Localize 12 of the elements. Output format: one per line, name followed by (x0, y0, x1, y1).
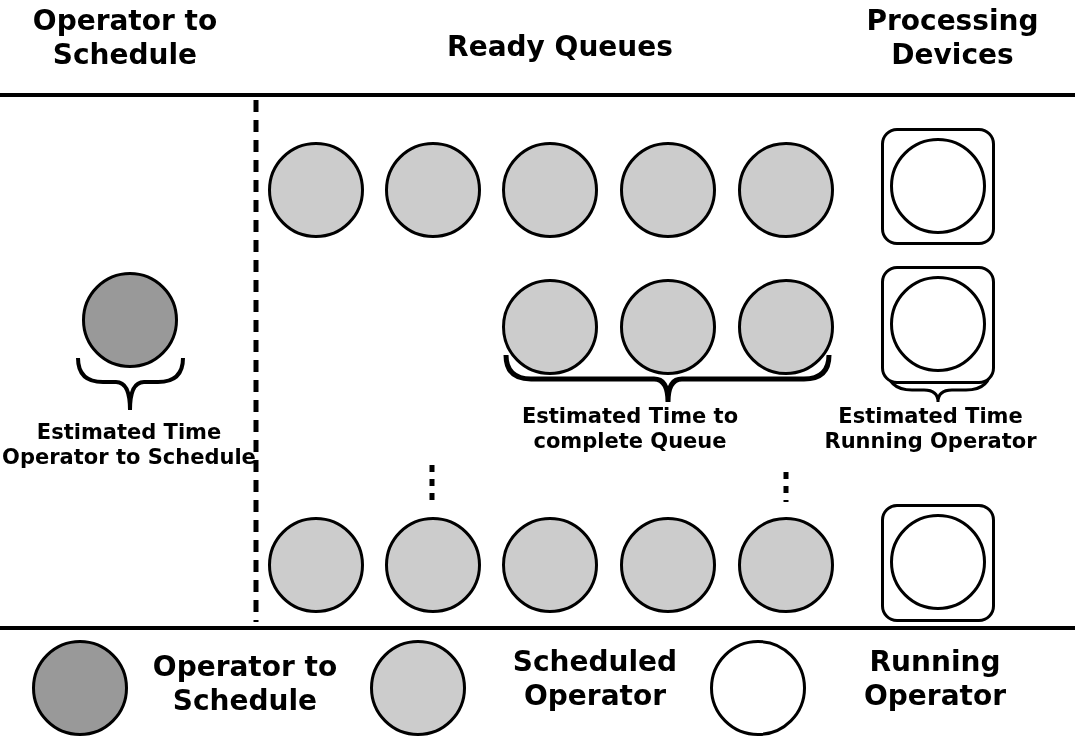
device-box (881, 266, 995, 384)
estimate-label: Estimated Time Running Operator (823, 404, 1038, 455)
column-heading: Ready Queues (446, 30, 674, 64)
column-heading: Operator to Schedule (31, 4, 219, 72)
legend-label: Running Operator (863, 645, 1007, 713)
legend-label: Scheduled Operator (511, 645, 679, 713)
estimate-label: Estimated Time to complete Queue (520, 404, 740, 455)
legend-label: Operator to Schedule (151, 650, 339, 718)
device-box (881, 504, 995, 622)
estimate-label: Estimated Time Operator to Schedule (1, 420, 257, 471)
column-heading: Processing Devices (865, 4, 1040, 72)
device-box (881, 128, 995, 245)
